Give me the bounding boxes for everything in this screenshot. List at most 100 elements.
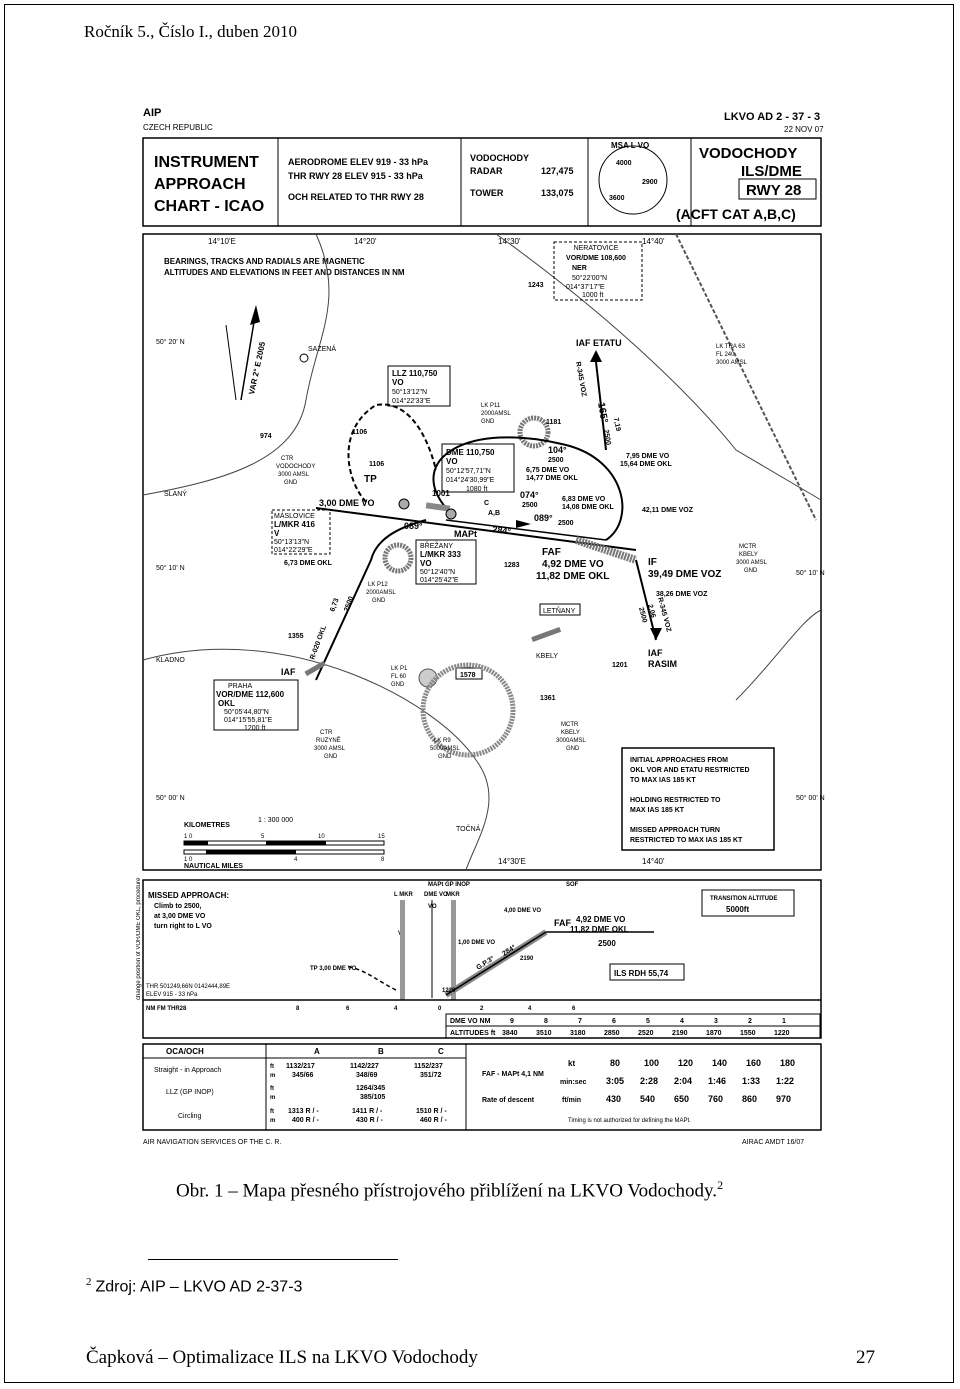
iaf-etatu: IAF ETATU (576, 338, 622, 348)
dist-cell: 1 (782, 1018, 786, 1025)
approach-chart-svg: AIP CZECH REPUBLIC LKVO AD 2 - 37 - 3 22… (136, 107, 825, 1146)
spot-1283: 1283 (504, 562, 520, 569)
comm-name: VODOCHODY (470, 153, 529, 163)
circ-m-cell: 400 R / - (292, 1117, 320, 1124)
ax-4: 4 (394, 1006, 398, 1012)
d1408: 14,08 DME OKL (562, 504, 614, 511)
praha-2: VOR/DME 112,600 (216, 690, 285, 699)
unit-ft: ft (270, 1109, 274, 1115)
if-lbl: IF (648, 557, 657, 568)
airspace-boundary-1 (142, 233, 330, 496)
llz-1: LLZ 110,750 (392, 369, 438, 378)
praha-3: OKL (218, 699, 235, 708)
maslovice-box (271, 509, 331, 555)
ma-2: at 3,00 DME VO (154, 913, 206, 920)
oca-c: C (438, 1047, 444, 1056)
chart-type-1: INSTRUMENT (154, 154, 259, 171)
llz-label: LLZ (GP INOP) (166, 1089, 214, 1096)
msa-3600: 3600 (609, 195, 625, 202)
title-box (738, 178, 817, 200)
sazena: SAZENÁ (308, 344, 336, 353)
ctr-3: 3000 AMSL (278, 472, 310, 478)
d1477: 14,77 DME OKL (526, 475, 578, 482)
minsec-label: min:sec (560, 1079, 587, 1086)
ruzyne-runway (304, 660, 327, 677)
spot-1578: 1578 (460, 672, 476, 679)
sa-m-cell: 345/66 (292, 1072, 314, 1079)
d795: 7,95 DME VO (626, 453, 670, 460)
spot-1106b: 1106 (369, 461, 384, 468)
approach-chart: AIP CZECH REPUBLIC LKVO AD 2 - 37 - 3 22… (136, 100, 836, 1150)
caption-ref: 2 (717, 1178, 724, 1192)
lkp11-area (517, 415, 551, 449)
ner-4: 50°22'00"N (572, 274, 607, 282)
km-15: 15 (378, 834, 385, 840)
ctr2-4: GND (324, 754, 338, 760)
lkp1-fl: FL 60 (391, 674, 407, 680)
comm-radar: RADAR (470, 166, 503, 176)
km-0: 1 0 (184, 834, 193, 840)
feather (574, 536, 638, 564)
spot-1001: 1001 (432, 489, 450, 498)
spot-1243: 1243 (528, 282, 544, 289)
sa-m-cell: 348/69 (356, 1072, 378, 1079)
kt-cell: 140 (712, 1058, 727, 1068)
d719: 7,19 (612, 417, 621, 432)
iaf-etatu-marker (590, 350, 602, 362)
ctr2-3: 3000 AMSL (314, 746, 346, 752)
alt-cell: 2520 (638, 1030, 654, 1037)
running-header: Ročník 5., Číslo I., duben 2010 (84, 22, 297, 41)
mas-4: 50°13'13"N (274, 538, 309, 546)
crs-089a: 089° (404, 521, 423, 531)
spot-974: 974 (260, 433, 272, 440)
lkp1: LK P1 (391, 666, 408, 672)
mctr2-2: KBELY (561, 730, 580, 736)
d3826: 38,26 DME VOZ (656, 591, 708, 598)
lon-1: 14°10'E (208, 237, 236, 246)
dist-hdr: DME VO NM (450, 1018, 491, 1025)
note-3: TO MAX IAS 185 KT (630, 777, 696, 784)
circ-label: Circling (178, 1113, 201, 1120)
circ-m-cell: 460 R / - (420, 1117, 448, 1124)
ils-rdh: ILS RDH 55,74 (614, 969, 669, 978)
spot-1201: 1201 (612, 662, 628, 669)
r345b: R-345 VOZ (656, 597, 672, 634)
ctr-2: VODOCHODY (276, 464, 315, 470)
circ-ft-cell: 1510 R / - (416, 1108, 447, 1115)
vo-lbl: VO (428, 904, 437, 910)
dist-cell: 8 (544, 1018, 548, 1025)
alt-cell: 1550 (740, 1030, 756, 1037)
circ-ft-cell: 1313 R / - (288, 1108, 319, 1115)
alt-2500d: 2500 (343, 596, 355, 613)
llz-4: 014°22'33"E (392, 397, 431, 405)
unit-m: m (270, 1095, 275, 1101)
title-2: ILS/DME (741, 163, 802, 180)
thr-2: ELEV 915 - 33 hPa (146, 992, 198, 998)
mctr2-1: MCTR (561, 722, 579, 728)
mas-5: 014°22'29"E (274, 546, 313, 554)
brez-3: VO (420, 559, 432, 568)
km-10: 10 (318, 834, 325, 840)
ftmin-label: ft/min (562, 1097, 581, 1104)
page-number: 27 (856, 1347, 875, 1368)
d683: 6,83 DME VO (562, 496, 606, 503)
time-cell: 3:05 (606, 1076, 624, 1086)
mas-1: MÁSLOVICE (274, 511, 315, 520)
comm-tower-freq: 133,075 (541, 188, 574, 198)
praha-1: PRAHA (228, 683, 252, 690)
scale-label: 1 : 300 000 (258, 817, 293, 824)
lkr9-gnd: GND (438, 754, 452, 760)
page-id: LKVO AD 2 - 37 - 3 (724, 111, 820, 123)
comm-tower: TOWER (470, 188, 504, 198)
ma-1: Climb to 2500, (154, 903, 202, 910)
nm-fm: NM FM THR28 (146, 1006, 187, 1012)
p-100: 1,00 DME VO (458, 940, 495, 946)
p-faf-d1: 4,92 DME VO (576, 915, 625, 924)
mas-2: L/MKR 416 (274, 520, 315, 529)
ma-3: turn right to L VO (154, 923, 212, 930)
spot-1181: 1181 (546, 419, 561, 426)
comm-radar-freq: 127,475 (541, 166, 574, 176)
mctr-3: 3000 AMSL (736, 560, 768, 566)
plan-view-frame (142, 233, 822, 871)
